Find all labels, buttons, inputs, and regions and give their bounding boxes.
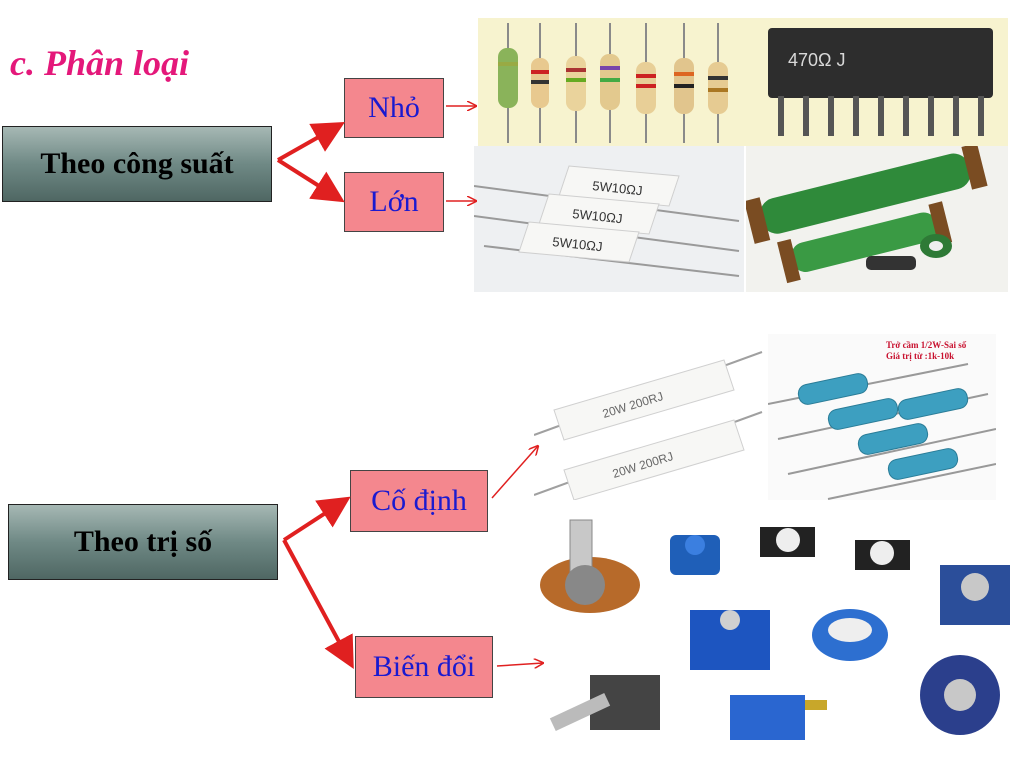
wirewound-resistors-photo [746,146,1008,292]
sip-value-label: 470Ω J [788,50,846,70]
sub-label-variable: Biến đổi [372,650,476,683]
metal-film-photo: Trở cầm 1/2W-Sai số Giá trị từ :1k-10k [768,334,996,500]
small-resistors-illustration: 470Ω J [498,23,993,143]
sub-label-large: Lớn [369,185,419,218]
sub-label-small: Nhỏ [368,91,420,124]
metal-film-illustration: Trở cầm 1/2W-Sai số Giá trị từ :1k-10k [768,340,996,500]
slide-title: c. Phân loại [10,43,190,83]
category-label-value: Theo trị số [73,525,213,558]
sub-box-small: Nhỏ [344,78,444,138]
branch-arrows-power [276,122,345,203]
cement-20w-illustration: 20W 200RJ 20W 200RJ [534,351,763,500]
cement-label-2: 5W10ΩJ [572,206,623,226]
metal-film-caption-2: Giá trị từ :1k-10k [886,351,954,361]
cement-resistors-illustration: 5W10ΩJ 5W10ΩJ 5W10ΩJ [474,165,740,277]
metal-film-caption-1: Trở cầm 1/2W-Sai số [886,340,967,350]
category-label-power: Theo công suất [40,147,234,180]
sub-label-fixed: Cố định [371,484,467,517]
sub-box-variable: Biến đổi [355,636,493,698]
small-resistors-photo: 470Ω J [478,18,1008,146]
potentiometers-illustration [540,519,1010,740]
cement-label-1: 5W10ΩJ [592,178,643,198]
category-box-value: Theo trị số [8,504,278,580]
cement-resistors-photo: 5W10ΩJ 5W10ΩJ 5W10ΩJ [474,146,744,292]
category-box-power: Theo công suất [2,126,272,202]
sub-box-large: Lớn [344,172,444,232]
cement-label-3: 5W10ΩJ [552,234,603,254]
potentiometers-photo [530,515,1024,755]
pointer-arrows [446,106,543,666]
sub-box-fixed: Cố định [350,470,488,532]
cement-20w-photo: 20W 200RJ 20W 200RJ [534,340,764,500]
branch-arrows-value [282,496,354,670]
wirewound-illustration [746,146,988,284]
